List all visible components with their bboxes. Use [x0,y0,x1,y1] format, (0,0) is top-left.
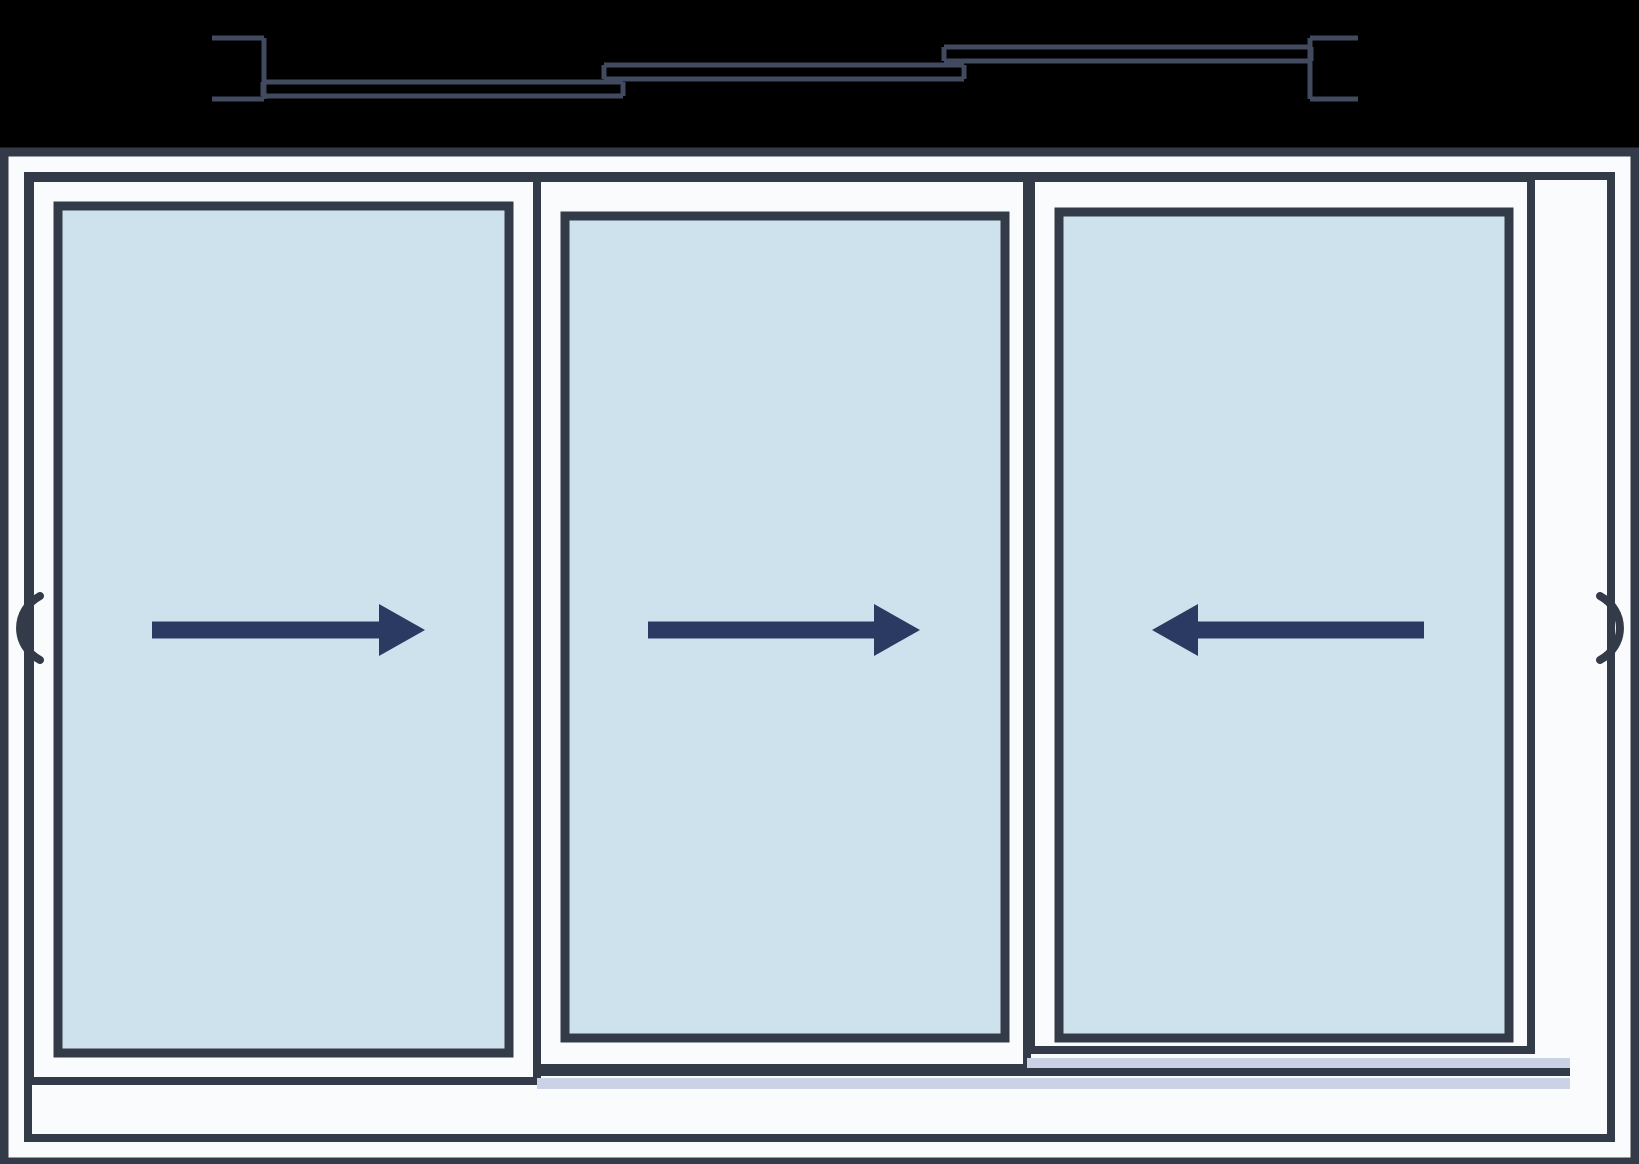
panel-middle-direction-arrow-icon [648,604,920,656]
sill-track-rail-1 [537,1078,1570,1089]
handle-right-pull-icon[interactable] [1596,592,1624,664]
panel-right-direction-arrow-icon [1152,604,1424,656]
sill-track-rail-2 [1027,1058,1570,1069]
plan-track-diagram [212,35,1358,102]
handle-left-pull-icon[interactable] [16,592,44,664]
panel-left-direction-arrow-icon [152,604,425,656]
